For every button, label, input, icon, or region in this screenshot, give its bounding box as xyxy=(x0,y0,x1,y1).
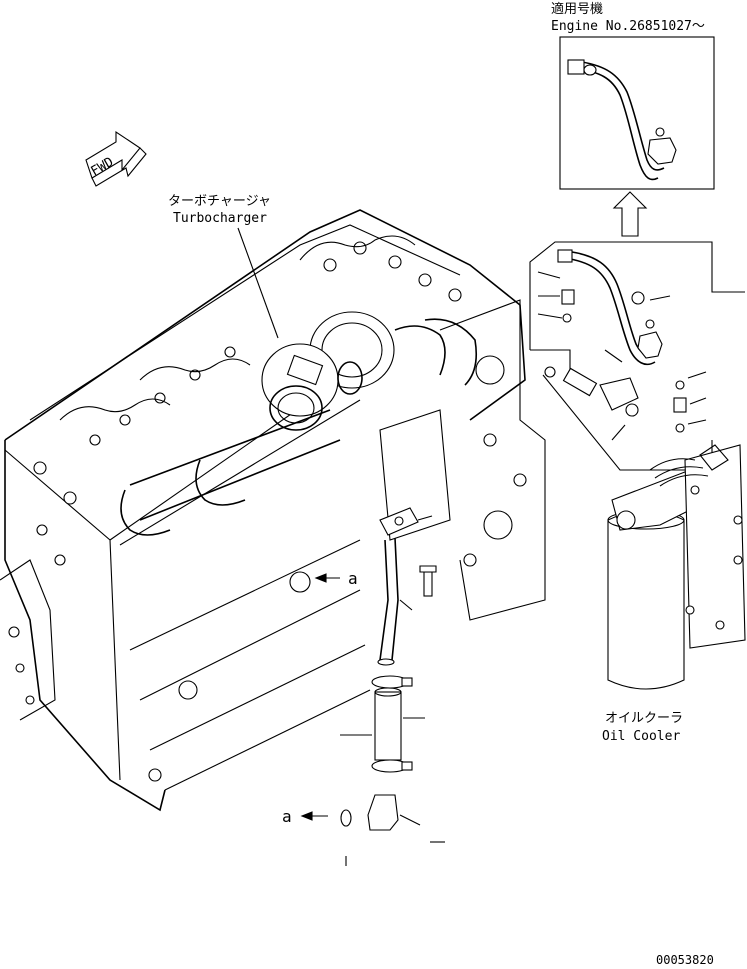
inset-fitting-upper xyxy=(567,59,585,75)
turbocharger-label-en: Turbocharger xyxy=(173,211,267,226)
turbocharger-label-jp: ターボチャージャ xyxy=(168,194,271,209)
inset-oil-tube-edge xyxy=(581,61,665,171)
return-o-ring xyxy=(340,809,352,827)
oil-return-assembly xyxy=(340,507,445,866)
oil-supply-tube xyxy=(529,241,745,471)
reference-a-lower: a xyxy=(282,807,328,826)
applicable-units-label-jp: 適用号機 xyxy=(551,1,603,17)
inset-washer xyxy=(655,127,665,137)
oil-cooler-label-jp: オイルクーラ xyxy=(605,711,683,726)
inset-pointer-arrow xyxy=(612,191,648,237)
applicable-engine-inset: 適用号機 Engine No.26851027〜 xyxy=(551,1,715,190)
forward-direction-arrow: FWD xyxy=(85,130,147,187)
turbocharger xyxy=(261,311,478,431)
ref-a-upper-label: a xyxy=(348,569,358,588)
drawing-number: 00053820 xyxy=(656,953,714,967)
gear-housing xyxy=(379,299,546,621)
oil-cooler-label-en: Oil Cooler xyxy=(602,729,680,744)
oil-cooler xyxy=(607,444,746,690)
engine-number-label: Engine No.26851027〜 xyxy=(551,19,705,34)
engine-block xyxy=(0,209,526,812)
ref-a-lower-label: a xyxy=(282,807,292,826)
reference-a-upper: a xyxy=(314,569,358,588)
inset-frame xyxy=(559,36,715,190)
inset-oil-tube xyxy=(574,67,659,181)
turbocharger-leader-line xyxy=(237,227,279,339)
inset-nut xyxy=(583,64,597,76)
inset-fitting-lower xyxy=(647,137,677,165)
